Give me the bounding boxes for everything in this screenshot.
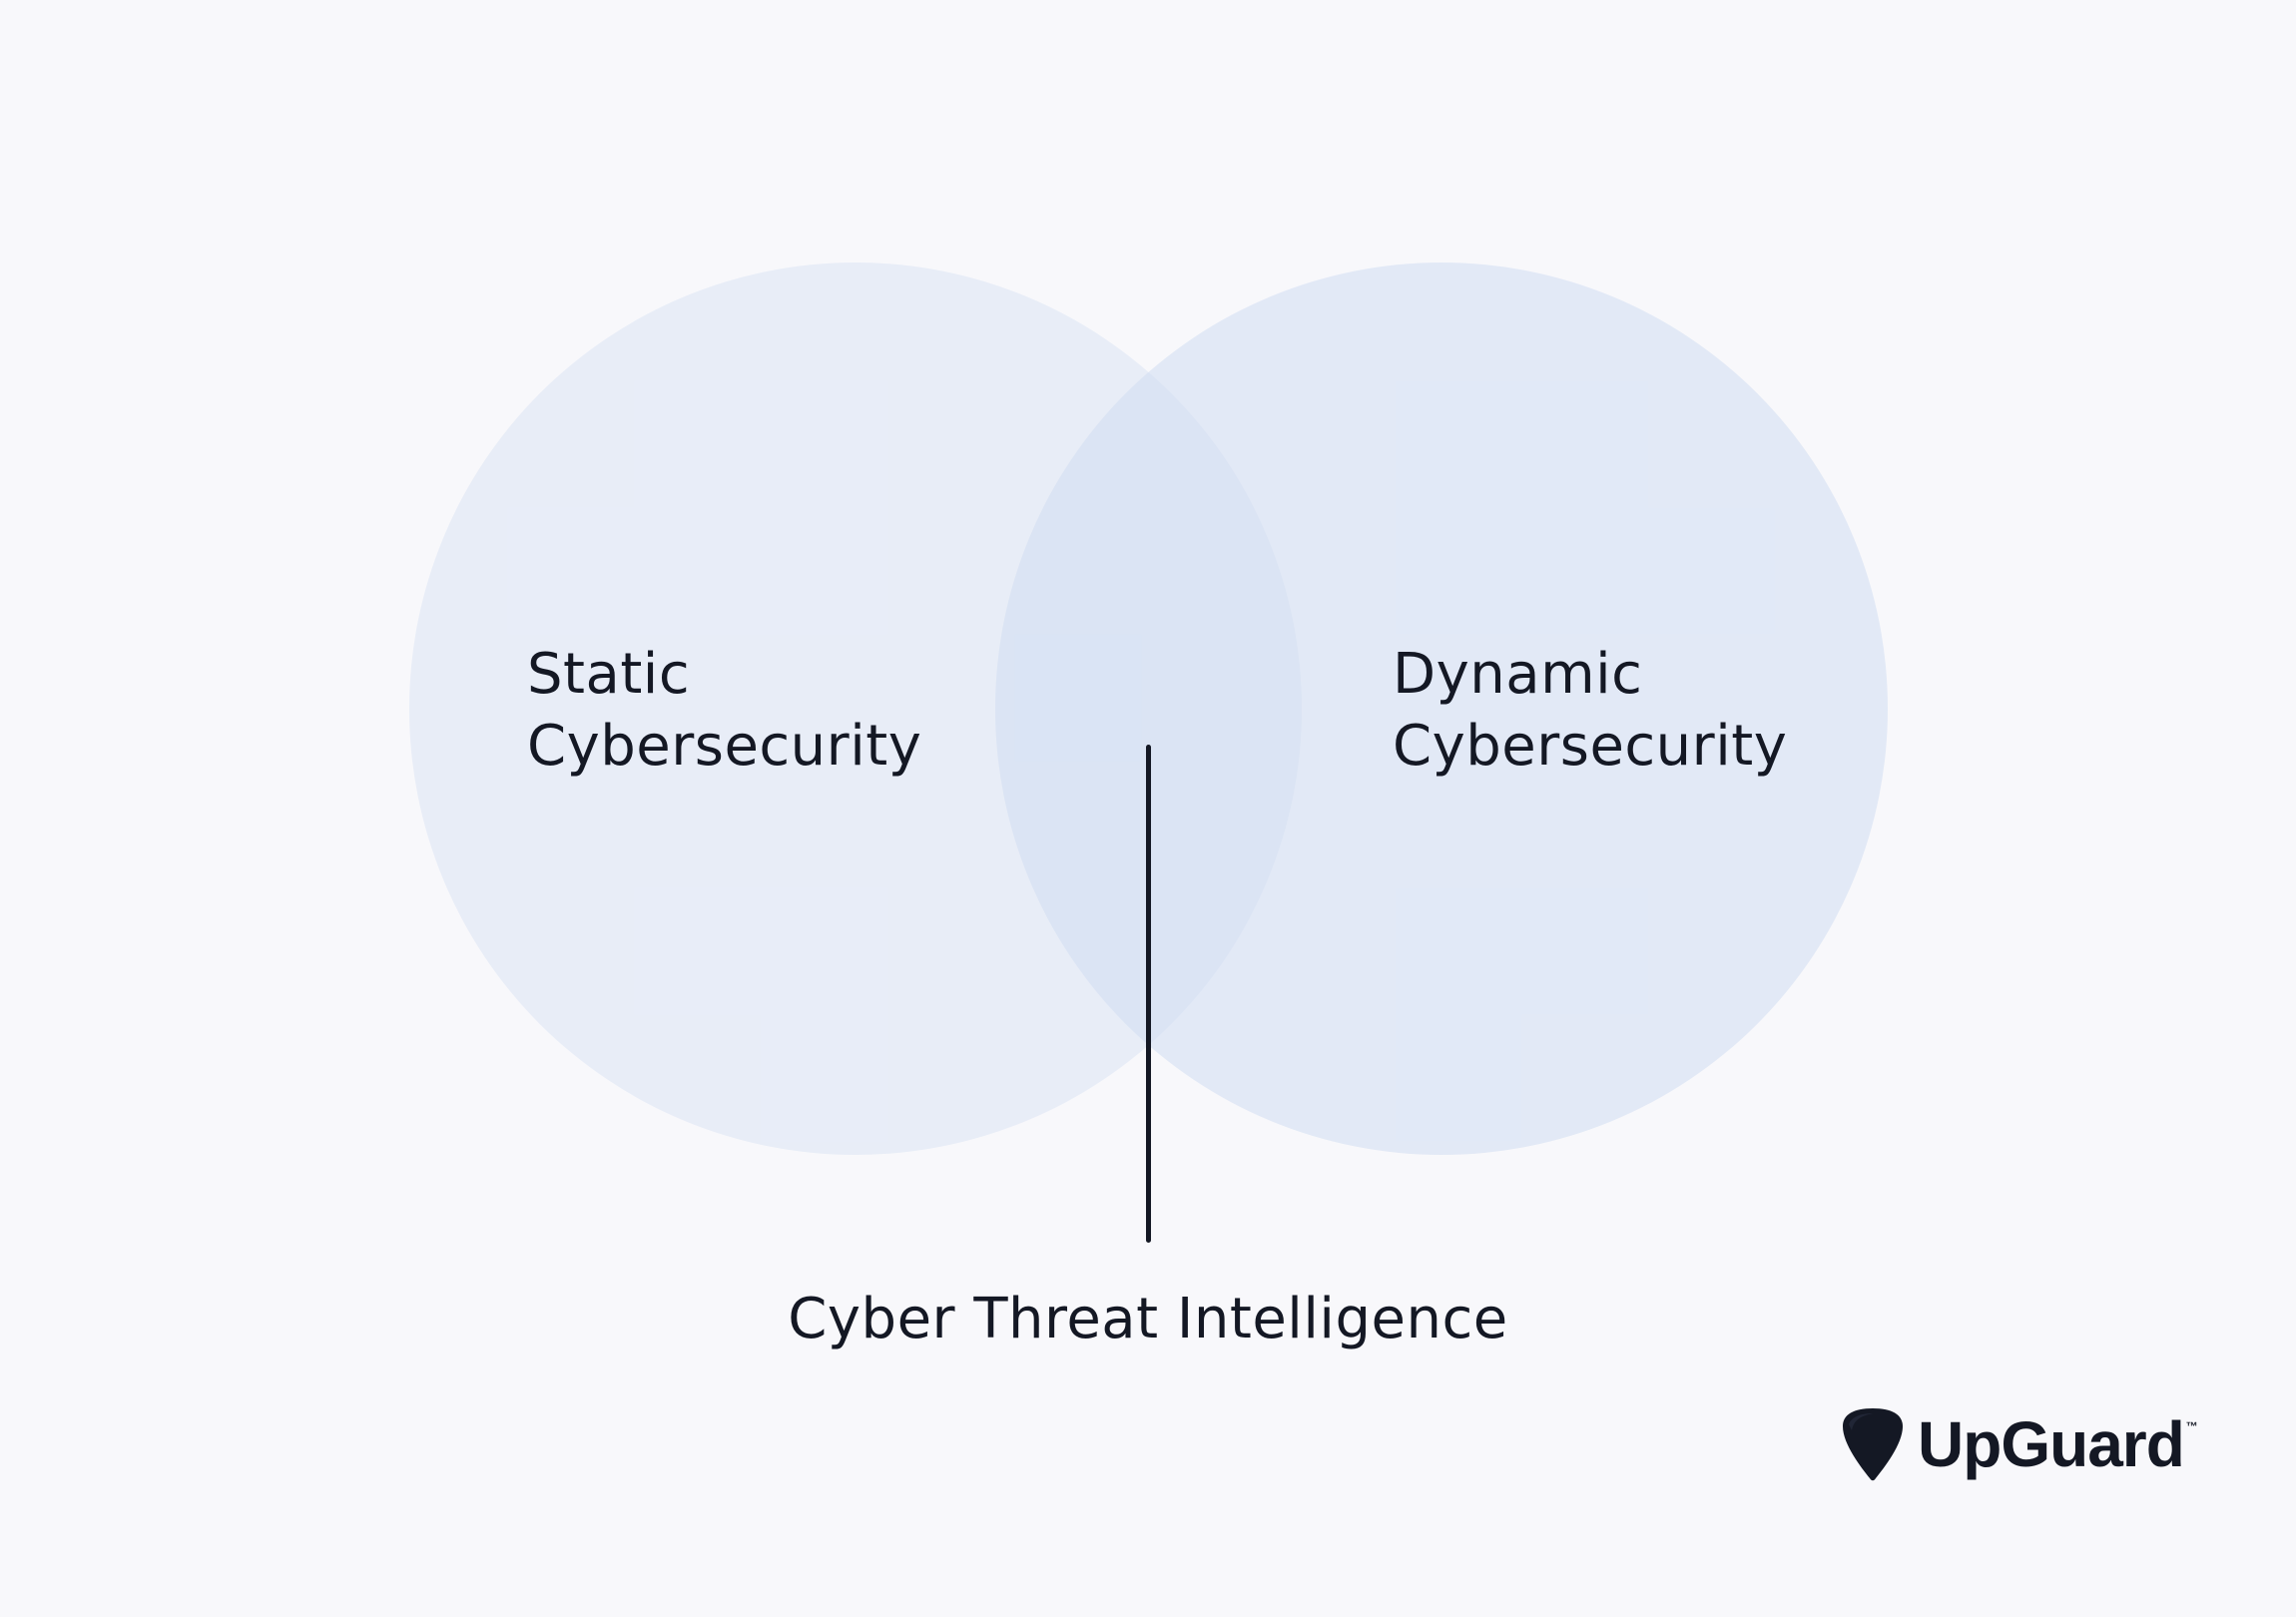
upguard-wordmark: UpGuard	[1918, 1408, 2185, 1480]
static-cybersecurity-label: Static Cybersecurity	[527, 639, 921, 783]
upguard-guitar-pick-icon	[1843, 1408, 1903, 1481]
dynamic-cybersecurity-circle	[995, 263, 1888, 1155]
static-label-line2: Cybersecurity	[527, 714, 922, 779]
trademark-symbol: ™	[2185, 1419, 2198, 1433]
cyber-threat-intelligence-label: Cyber Threat Intelligence	[788, 1287, 1508, 1351]
dynamic-label-line1: Dynamic	[1393, 642, 1643, 707]
dynamic-label-line2: Cybersecurity	[1393, 714, 1788, 779]
static-label-line1: Static	[527, 642, 691, 707]
intersection-connector-line	[1146, 745, 1151, 1243]
dynamic-cybersecurity-label: Dynamic Cybersecurity	[1393, 639, 1787, 783]
upguard-logo: UpGuard ™	[1840, 1405, 2198, 1483]
